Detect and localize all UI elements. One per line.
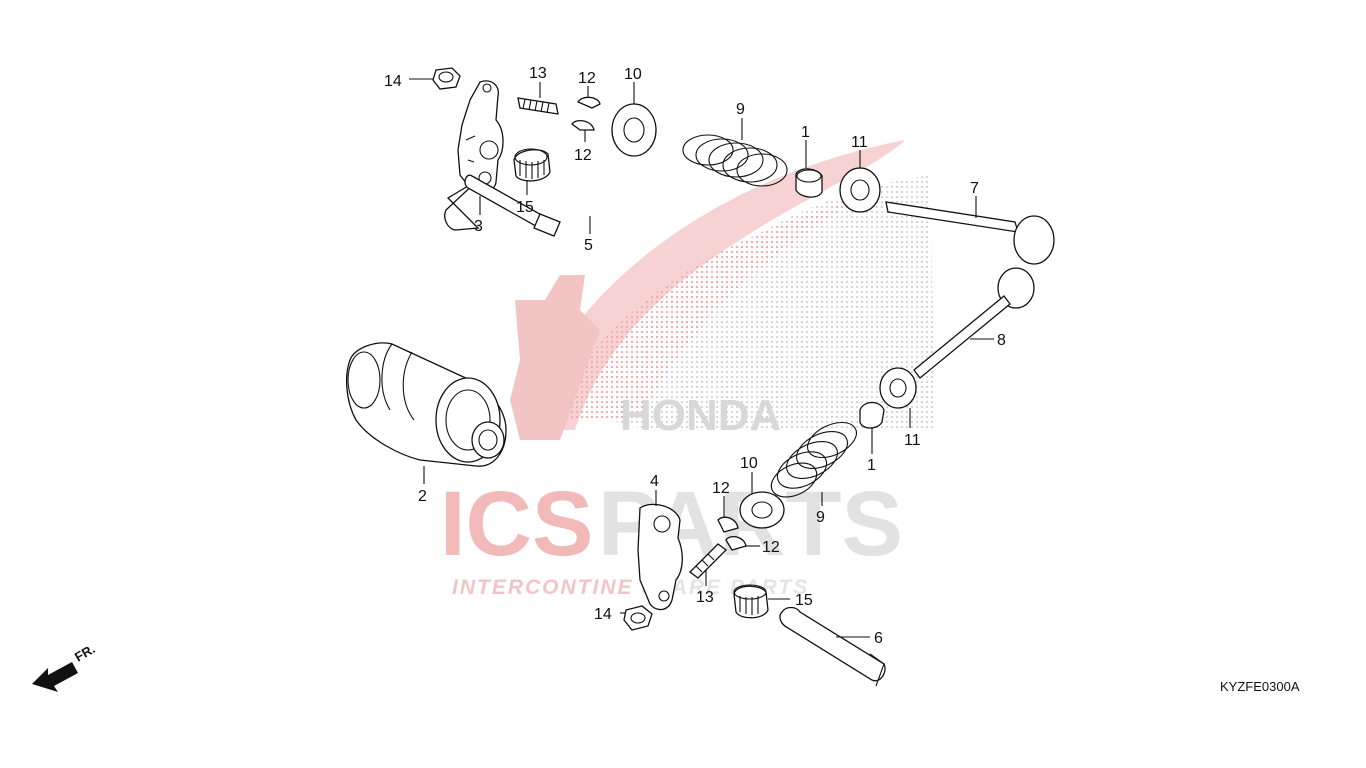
leader-lines: [409, 78, 994, 638]
spring-seat-upper: [611, 103, 657, 157]
valve-ex: [913, 267, 1035, 379]
nut-upper: [432, 67, 461, 90]
diagram-code: KYZFE0300A: [1220, 679, 1300, 694]
cotter-upper-b: [571, 119, 595, 131]
valve-spring-upper: [682, 134, 788, 187]
callout-5: 5: [584, 237, 593, 254]
callout-labels: 14 13 12 10 9 12 1 11 7 15 3 5 8 11 1 2 …: [384, 65, 1006, 647]
callout-1-lower: 1: [867, 457, 876, 474]
callout-12-upper-b: 12: [574, 147, 592, 164]
callout-4: 4: [650, 473, 659, 490]
valve-in: [885, 201, 1055, 265]
rocker-shaft-lower: [779, 606, 886, 687]
callout-10-lower: 10: [740, 455, 758, 472]
callout-12-lower-a: 12: [712, 480, 730, 497]
callout-9-upper: 9: [736, 101, 745, 118]
needle-bearing-lower: [733, 584, 769, 619]
callout-6: 6: [874, 630, 883, 647]
callout-12-lower-b: 12: [762, 539, 780, 556]
watermark-wing-logo: HONDA: [510, 140, 935, 440]
front-marker-label: FR.: [72, 641, 98, 664]
callout-10-upper: 10: [624, 66, 642, 83]
callout-14-upper: 14: [384, 73, 402, 90]
spring-seat-inner-upper: [839, 167, 881, 213]
camshaft: [345, 342, 507, 467]
callout-13-lower: 13: [696, 589, 714, 606]
callout-1-upper: 1: [801, 124, 810, 141]
rocker-shaft-upper: [444, 179, 480, 231]
callout-11-lower: 11: [904, 432, 921, 449]
adjust-screw-lower: [689, 543, 727, 579]
callout-15-lower: 15: [795, 592, 813, 609]
adjust-screw-upper: [517, 97, 559, 115]
nut-lower: [623, 605, 653, 631]
callout-11-upper: 11: [851, 134, 868, 151]
rocker-arm-upper: [457, 80, 504, 193]
callout-2: 2: [418, 488, 427, 505]
cotter-upper-a: [577, 96, 601, 109]
callout-3: 3: [474, 218, 483, 235]
stem-seal-upper: [795, 168, 823, 198]
needle-bearing-upper: [513, 148, 551, 182]
rocker-shaft-upper-tube: [464, 174, 561, 237]
watermark-brand-left: ICS: [440, 473, 593, 575]
valve-spring-lower: [770, 421, 857, 498]
rocker-arm-lower: [637, 503, 683, 611]
watermark-honda-text: HONDA: [620, 391, 781, 440]
stem-seal-lower: [859, 401, 885, 429]
callout-8: 8: [997, 332, 1006, 349]
cotter-lower-a: [717, 516, 739, 533]
spring-seat-lower: [739, 491, 785, 529]
callout-9-lower: 9: [816, 509, 825, 526]
front-direction-marker: FR.: [32, 641, 98, 692]
callout-12-upper-a: 12: [578, 70, 596, 87]
watermark-tagline-red: INTERCONTINE: [452, 576, 634, 599]
callout-7: 7: [970, 180, 979, 197]
callout-13-upper: 13: [529, 65, 547, 82]
spring-seat-inner-lower: [879, 367, 917, 409]
callout-15-upper: 15: [516, 199, 534, 216]
callout-14-lower: 14: [594, 606, 612, 623]
